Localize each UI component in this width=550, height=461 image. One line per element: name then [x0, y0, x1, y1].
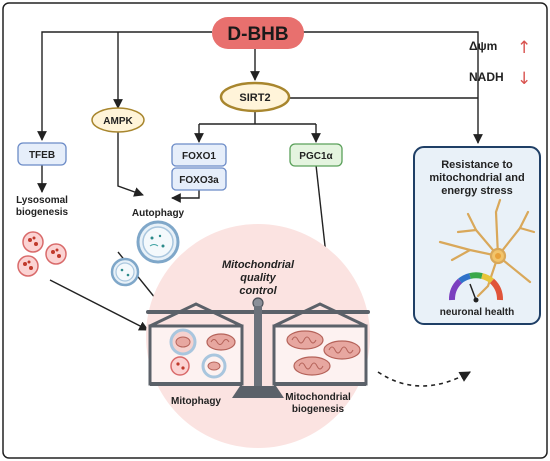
lysosomal-label-line2: biogenesis — [16, 207, 69, 218]
mqc-title-line3: control — [239, 285, 277, 297]
lysosome-cluster-icon — [17, 231, 67, 277]
mitophagy-label: Mitophagy — [171, 396, 221, 407]
root-node — [212, 17, 304, 49]
arrow-foxo-autophagy — [171, 190, 200, 203]
foxo3a-node — [171, 167, 227, 191]
outcome-title-line3: energy stress — [441, 185, 513, 197]
pgc1a-label: PGC1α — [299, 151, 333, 162]
tfeb-label: TFEB — [29, 150, 55, 161]
pgc1a-node — [289, 143, 343, 167]
biogenesis-label-line2: biogenesis — [292, 404, 345, 415]
ampk-label: AMPK — [103, 116, 133, 127]
up-arrow-icon: ↑ — [517, 38, 531, 58]
mqc-title-line1: Mitochondrial — [222, 259, 295, 271]
outcome-box — [413, 146, 541, 325]
mitochondria-cluster-icon — [286, 330, 361, 376]
ampk-node — [91, 107, 145, 133]
mqc-title-line2: quality — [240, 272, 276, 284]
biogenesis-label-line1: Mitochondrial — [285, 392, 351, 403]
foxo3a-label: FOXO3a — [179, 175, 219, 186]
lysosomal-label-line1: Lysosomal — [16, 195, 68, 206]
mitophagy-icon — [169, 328, 236, 379]
arrow-mqc-outcome — [377, 371, 471, 387]
arrow-root-outcome — [300, 31, 483, 144]
marker-delta-psi: Δψm — [469, 39, 497, 53]
down-arrow-icon: ↓ — [517, 69, 531, 89]
foxo1-node — [171, 143, 227, 167]
arrow-root-tfeb — [37, 31, 212, 141]
line-sirt2-split — [199, 112, 316, 125]
autophagosome-icon — [110, 220, 180, 287]
arrow-lysosomal-mitophagy — [49, 279, 149, 331]
tfeb-node — [17, 142, 67, 166]
sirt2-node — [219, 81, 291, 113]
health-label: neuronal health — [440, 307, 514, 318]
neuron-icon — [438, 198, 536, 298]
arrow-ampk-autophagy — [117, 132, 144, 197]
outcome-title-line1: Resistance to — [441, 159, 513, 171]
sirt2-label: SIRT2 — [239, 92, 270, 104]
foxo1-label: FOXO1 — [182, 151, 216, 162]
autophagy-label: Autophagy — [132, 208, 185, 219]
root-label: D-BHB — [227, 24, 288, 45]
health-gauge-icon — [449, 272, 503, 303]
connectors — [37, 31, 483, 331]
marker-nadh: NADH — [469, 70, 504, 84]
outcome-title-line2: mitochondrial and — [429, 172, 524, 184]
